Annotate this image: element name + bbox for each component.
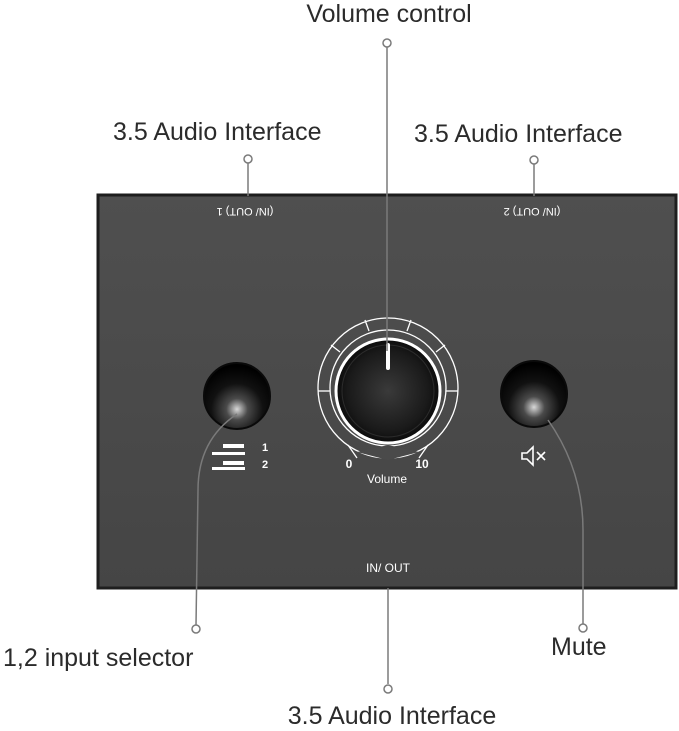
volume-min-label: 0 — [346, 457, 353, 471]
leader-endpoints — [191, 38, 588, 694]
port-1-label: (IN/ OUT) 1 — [217, 205, 274, 217]
volume-scale-ring — [317, 317, 459, 460]
callout-audio-interface-left: 3.5 Audio Interface — [113, 118, 322, 146]
callout-mute: Mute — [551, 633, 607, 661]
callout-audio-interface-right: 3.5 Audio Interface — [414, 120, 623, 148]
port-2-label: (IN/ OUT) 2 — [504, 205, 561, 217]
input-selector-button[interactable] — [203, 362, 271, 430]
volume-label: Volume — [367, 472, 407, 486]
volume-scale-ticks — [318, 319, 458, 459]
leader-lines — [195, 47, 584, 684]
bottom-port-label: IN/ OUT — [366, 561, 411, 575]
selector-position-2: 2 — [262, 459, 268, 471]
volume-max-label: 10 — [415, 457, 429, 471]
selector-position-1: 1 — [262, 442, 268, 454]
selector-position-icon — [212, 444, 245, 470]
volume-knob[interactable] — [334, 337, 442, 445]
callout-audio-interface-bottom: 3.5 Audio Interface — [287, 702, 497, 730]
callout-volume-control: Volume control — [306, 0, 472, 28]
callout-input-selector: 1,2 input selector — [3, 644, 194, 672]
mute-button[interactable] — [500, 360, 568, 428]
speaker-muted-icon — [521, 445, 546, 467]
